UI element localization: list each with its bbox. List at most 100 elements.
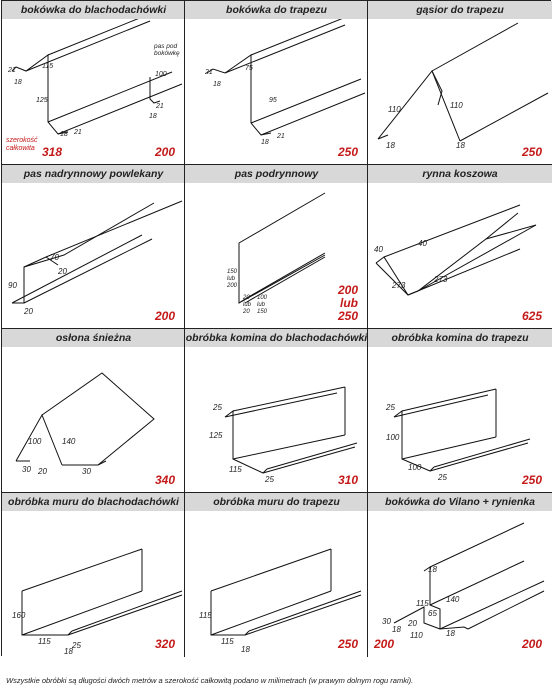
width-or: lub [340,296,358,310]
dim-label: 21 [277,133,285,140]
cell-title: obróbka komina do blachodachówki [185,329,368,347]
grid-divider [2,164,552,165]
cell-bokowka-blachodachowka: bokówka do blachodachówki 21 115 18 125 … [2,1,185,165]
dim-label: 25 [386,403,395,412]
dim-label: 150 [227,269,238,275]
dim-label: 40 [374,245,383,254]
dim-label: lub [243,302,252,308]
grid-divider [184,1,185,657]
dim-label: 18 [149,113,157,120]
footer-note: Wszystkie obróbki są długości dwóch metr… [6,676,414,685]
cell-title: obróbka komina do trapezu [368,329,552,347]
cell-title: bokówka do blachodachówki [2,1,185,19]
cell-oslona-sniezna: osłona śnieżna 100 140 30 20 30 340 [2,329,185,493]
width-value-secondary: 200 [154,145,175,159]
dim-label: 18 [428,565,437,574]
total-width-note: szerokość całkowita [6,137,38,153]
dim-label: 140 [62,437,76,446]
width-value: 200 [337,283,358,297]
dim-label: 115 [42,63,54,70]
width-value: 200 [154,309,175,323]
dim-label: 20 [243,309,250,315]
profile-drawing: 160 115 25 18 [2,511,185,657]
profile-drawing: 150 lub 200 20 lub 20 100 lub 150 [185,183,368,329]
dim-label: 21 [156,103,164,110]
profile-drawing: 25 125 115 25 [185,347,368,493]
cell-pas-podrynnowy: pas podrynnowy 150 lub 200 20 lub 20 100… [185,165,368,329]
dim-label: 20 [58,267,67,276]
dim-label: 273 [434,275,448,284]
dim-label: 30 [82,467,91,476]
dim-label: 25 [72,641,81,650]
width-value: 200 [374,637,395,651]
width-value: 250 [337,637,358,651]
cell-title: obróbka muru do blachodachówki [2,493,185,511]
dim-label: 18 [261,139,269,146]
dim-label: 200 [227,283,238,289]
width-value: 250 [521,473,542,487]
cell-title: osłona śnieżna [2,329,185,347]
cell-obrobka-komina-blachodachowka: obróbka komina do blachodachówki 25 125 … [185,329,368,493]
dim-label: 115 [416,599,429,608]
dim-label: 100 [28,437,42,446]
cell-title: rynna koszowa [368,165,552,183]
dim-label: 125 [36,97,48,104]
dim-label: 95 [269,97,277,104]
dim-label: 115 [229,465,242,474]
cell-title: bokówka do Vilano + rynienka [368,493,552,511]
side-note-line: bokówkę [154,50,180,57]
dim-label: 115 [221,637,234,646]
dim-label: 110 [388,105,401,114]
width-value: 250 [337,145,358,159]
dim-label: 110 [450,101,463,110]
profile-drawing: 70 20 90 20 [2,183,185,329]
width-value: 250 [521,145,542,159]
dim-label: 20 [243,295,250,301]
dim-label: 18 [213,81,221,88]
cell-title: bokówka do trapezu [185,1,368,19]
width-value: 318 [42,145,63,159]
width-value-secondary: 200 [521,637,542,651]
dim-label: 40 [418,239,427,248]
cell-rynna-koszowa: rynna koszowa 40 40 273 273 625 [368,165,552,329]
dim-label: 18 [60,131,68,138]
dim-label: 115 [38,637,51,646]
dim-label: 25 [438,473,447,482]
dim-label: 21 [8,67,16,74]
dim-label: 115 [199,611,212,620]
dim-label: 75 [245,65,253,72]
cell-pas-nadrynnowy: pas nadrynnowy powlekany 70 20 90 20 200 [2,165,185,329]
cell-title: pas nadrynnowy powlekany [2,165,185,183]
profile-drawing: 100 140 30 20 30 [2,347,185,493]
dim-label: 20 [38,467,47,476]
dim-label: 25 [265,475,274,484]
dim-label: 21 [205,69,213,76]
cell-title: gąsior do trapezu [368,1,552,19]
profile-drawing: 110 110 18 18 [368,19,551,165]
dim-label: 18 [456,141,465,150]
side-note: pas pod bokówkę [154,43,180,57]
dim-label: 100 [155,71,167,78]
dim-label: 125 [209,431,223,440]
dim-label: 21 [74,129,82,136]
profile-drawing: 21 75 18 95 18 21 [185,19,368,165]
width-value: 625 [521,309,542,323]
dim-label: 150 [257,309,268,315]
width-value: 340 [154,473,175,487]
cell-obrobka-komina-trapez: obróbka komina do trapezu 25 100 100 25 … [368,329,552,493]
dim-label: 20 [408,619,417,628]
cell-title: pas podrynnowy [185,165,368,183]
width-value-stack: 200 lub 250 [338,284,358,323]
profile-drawing: 21 115 18 125 18 21 100 21 18 [2,19,185,165]
dim-label: 100 [257,295,268,301]
grid-divider [2,328,552,329]
profile-drawing: 18 30 140 115 65 18 18 20 110 [368,511,551,657]
cell-obrobka-muru-trapez: obróbka muru do trapezu 115 115 18 250 [185,493,368,657]
dim-label: 70 [50,253,59,262]
dim-label: 110 [410,631,423,640]
dim-label: 30 [382,617,391,626]
profile-drawing: 40 40 273 273 [368,183,551,329]
dim-label: 90 [8,281,17,290]
dim-label: 25 [213,403,222,412]
dim-label: 273 [392,281,406,290]
